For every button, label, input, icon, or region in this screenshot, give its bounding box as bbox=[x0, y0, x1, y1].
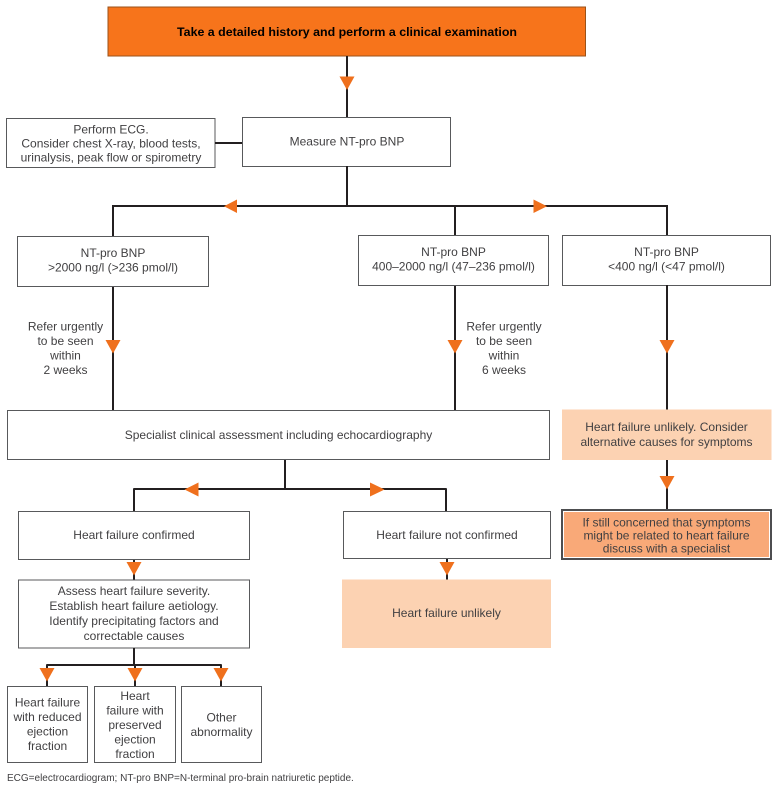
svg-text:Identify precipitating factors: Identify precipitating factors and bbox=[49, 614, 218, 628]
svg-text:6 weeks: 6 weeks bbox=[482, 363, 526, 377]
svg-text:correctable causes: correctable causes bbox=[84, 629, 185, 643]
svg-text:preserved: preserved bbox=[108, 718, 161, 732]
svg-text:might be related to heart fail: might be related to heart failure bbox=[583, 529, 749, 543]
svg-text:Consider chest X-ray, blood te: Consider chest X-ray, blood tests, bbox=[21, 137, 200, 151]
svg-text:Other: Other bbox=[206, 711, 236, 725]
svg-text:urinalysis, peak flow or spiro: urinalysis, peak flow or spirometry bbox=[21, 151, 202, 165]
svg-text:Heart: Heart bbox=[120, 689, 150, 703]
svg-text:to be seen: to be seen bbox=[37, 334, 93, 348]
svg-text:discuss with a specialist: discuss with a specialist bbox=[603, 542, 731, 556]
svg-text:ejection: ejection bbox=[27, 725, 68, 739]
svg-text:Heart failure confirmed: Heart failure confirmed bbox=[73, 528, 194, 542]
svg-text:Establish heart failure aetiol: Establish heart failure aetiology. bbox=[49, 599, 218, 613]
svg-text:Take a detailed history and pe: Take a detailed history and perform a cl… bbox=[177, 25, 517, 39]
svg-text:to be seen: to be seen bbox=[476, 334, 532, 348]
svg-text:Heart failure not confirmed: Heart failure not confirmed bbox=[376, 528, 517, 542]
svg-text:within: within bbox=[49, 349, 81, 363]
svg-text:Heart failure unlikely. Consid: Heart failure unlikely. Consider bbox=[585, 420, 748, 434]
svg-text:>2000 ng/l (>236 pmol/l): >2000 ng/l (>236 pmol/l) bbox=[48, 261, 178, 275]
svg-text:fraction: fraction bbox=[28, 739, 67, 753]
svg-text:2 weeks: 2 weeks bbox=[43, 363, 87, 377]
svg-text:alternative causes for symptom: alternative causes for symptoms bbox=[580, 435, 752, 449]
svg-text:Heart failure unlikely: Heart failure unlikely bbox=[392, 606, 501, 620]
svg-text:fraction: fraction bbox=[115, 747, 154, 761]
svg-text:ejection: ejection bbox=[114, 733, 155, 747]
svg-text:failure with: failure with bbox=[106, 704, 163, 718]
svg-text:Perform ECG.: Perform ECG. bbox=[73, 123, 148, 137]
svg-text:Assess heart failure severity.: Assess heart failure severity. bbox=[58, 584, 211, 598]
svg-text:abnormality: abnormality bbox=[190, 725, 252, 739]
svg-text:NT-pro BNP: NT-pro BNP bbox=[634, 245, 699, 259]
svg-text:with reduced: with reduced bbox=[12, 710, 81, 724]
svg-text:NT-pro BNP: NT-pro BNP bbox=[81, 246, 146, 260]
svg-text:400–2000 ng/l (47–236 pmol/l): 400–2000 ng/l (47–236 pmol/l) bbox=[372, 260, 535, 274]
svg-text:<400 ng/l (<47 pmol/l): <400 ng/l (<47 pmol/l) bbox=[608, 260, 725, 274]
svg-text:NT-pro BNP: NT-pro BNP bbox=[421, 245, 486, 259]
svg-text:ECG=electrocardiogram; NT-pro: ECG=electrocardiogram; NT-pro BNP=N-term… bbox=[7, 773, 354, 784]
svg-text:If still concerned that sympto: If still concerned that symptoms bbox=[582, 516, 750, 530]
svg-text:Heart failure: Heart failure bbox=[15, 696, 81, 710]
svg-text:Specialist clinical assessment: Specialist clinical assessment including… bbox=[125, 428, 433, 442]
svg-text:Refer urgently: Refer urgently bbox=[466, 320, 541, 334]
svg-text:Refer urgently: Refer urgently bbox=[28, 320, 103, 334]
svg-text:Measure NT-pro BNP: Measure NT-pro BNP bbox=[290, 135, 405, 149]
svg-text:within: within bbox=[488, 349, 520, 363]
